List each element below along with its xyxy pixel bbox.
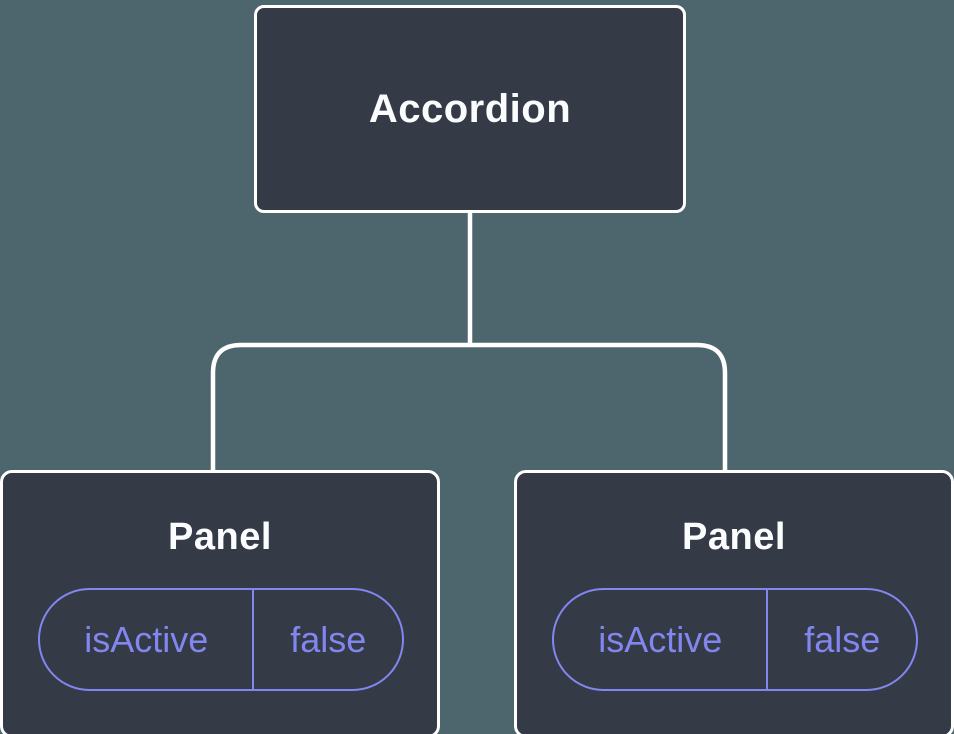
- state-value-label: false: [290, 618, 367, 660]
- state-key-label: isActive: [40, 590, 255, 689]
- state-value-label: false: [804, 618, 881, 660]
- component-node-panel-2: Panel isActive false: [514, 470, 954, 734]
- state-pill-1: isActive false: [38, 588, 404, 691]
- connector-branch-bracket: [210, 342, 728, 473]
- component-node-panel-1: Panel isActive false: [0, 470, 440, 734]
- state-pill-2: isActive false: [552, 588, 918, 691]
- state-key-label: isActive: [554, 590, 769, 689]
- component-label-accordion: Accordion: [368, 86, 572, 131]
- component-node-accordion: Accordion: [254, 5, 686, 213]
- component-label-panel-1: Panel: [168, 516, 272, 558]
- component-label-panel-2: Panel: [682, 516, 786, 558]
